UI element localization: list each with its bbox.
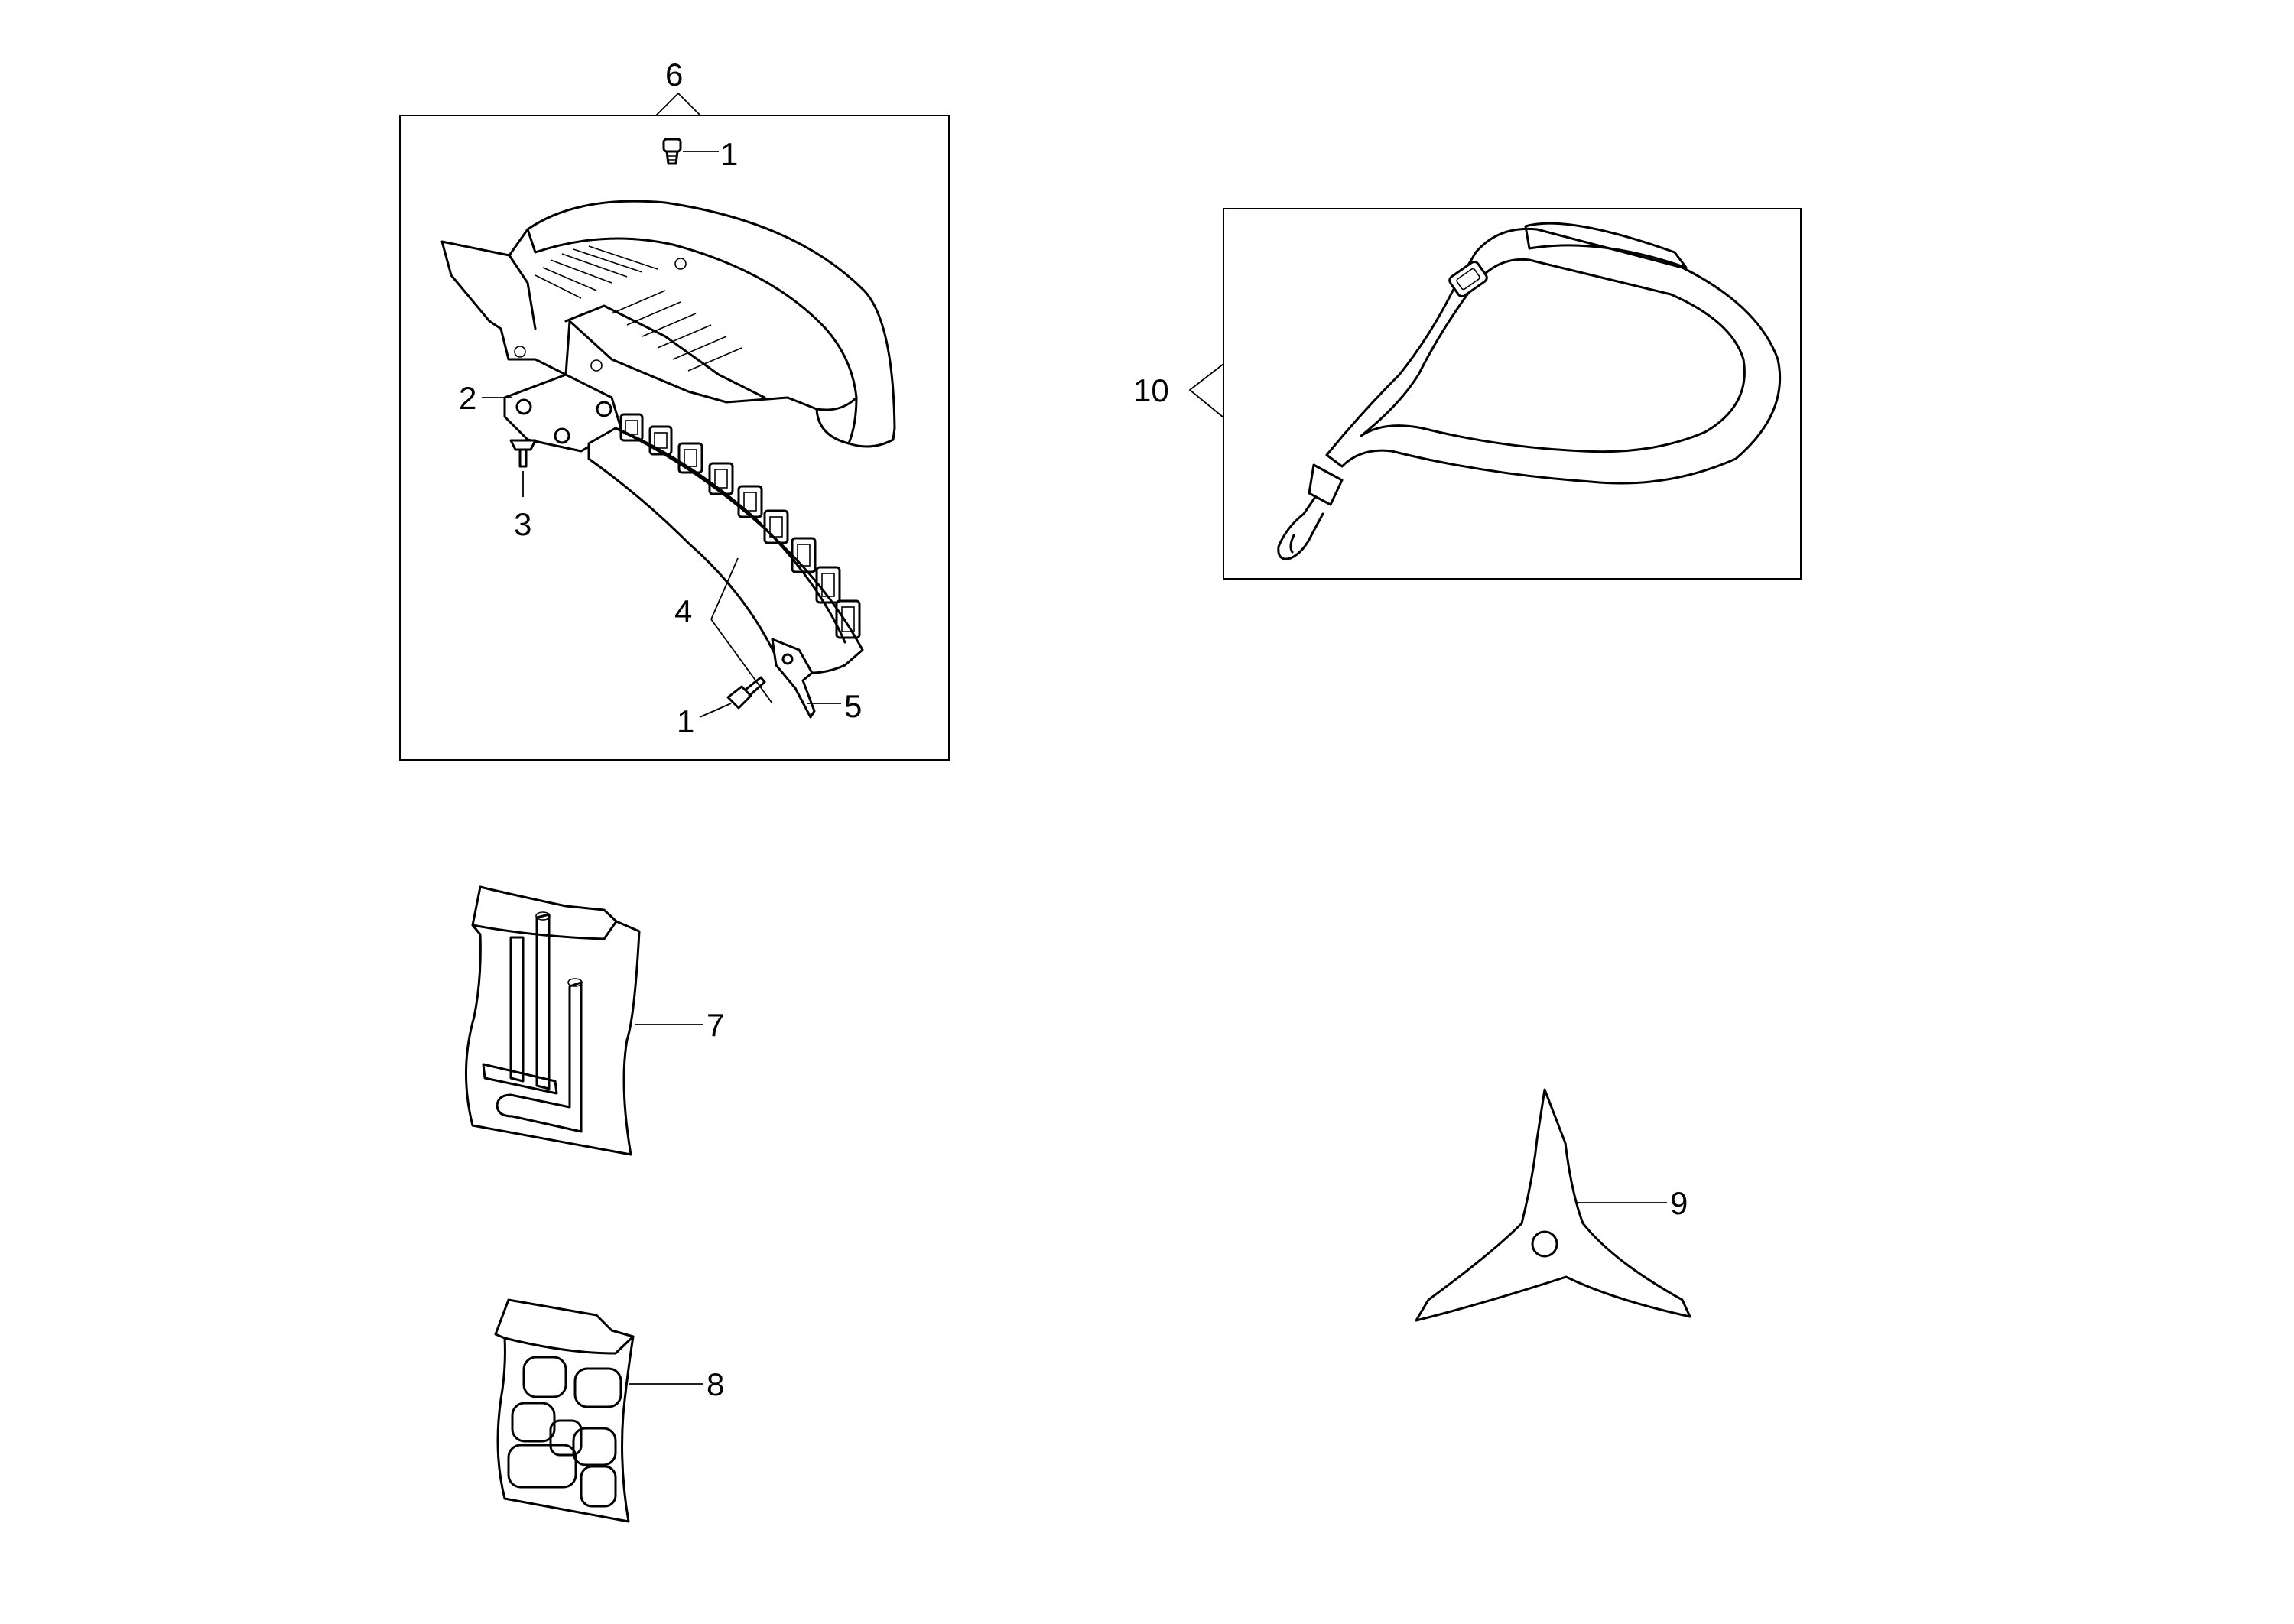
callout-2: 2 [459, 380, 476, 416]
screw-top-icon [662, 138, 682, 165]
blade-guard-hood [440, 200, 896, 448]
callout-9: 9 [1670, 1185, 1688, 1221]
shoulder-harness-group: 10 [1133, 208, 1802, 580]
line-cutter-blade [771, 638, 816, 719]
blade-guard-assembly-group: 6 1 2 [399, 57, 950, 761]
ear-plugs-pack [494, 1298, 635, 1523]
three-tooth-blade-group: 9 [1415, 1088, 1691, 1322]
harness-10-bracket [1188, 363, 1224, 418]
callout-8: 8 [707, 1366, 724, 1402]
callout-5: 5 [844, 688, 862, 724]
three-tooth-blade [1415, 1088, 1691, 1322]
mounting-plate [503, 373, 622, 453]
tool-kit-wrenches [464, 885, 641, 1156]
ear-plugs-group: 8 [494, 1298, 724, 1523]
leader-1-bottom [699, 703, 732, 718]
shoulder-harness [1277, 222, 1782, 560]
assembly-6-bracket [655, 92, 701, 116]
leader-4 [710, 557, 773, 704]
callout-1-top: 1 [720, 136, 738, 172]
tool-kit-group: 7 [464, 885, 724, 1156]
callout-4: 4 [674, 593, 692, 629]
callout-10: 10 [1133, 372, 1169, 408]
screw-bottom-icon [726, 676, 766, 710]
callout-1-bottom: 1 [677, 703, 694, 739]
harness-slider-buckle [1448, 260, 1488, 298]
harness-10-frame [1223, 208, 1802, 580]
callout-3: 3 [514, 506, 531, 542]
callout-7: 7 [707, 1007, 724, 1043]
harness-snap-hook [1308, 463, 1344, 506]
callout-6: 6 [665, 57, 683, 93]
bolt-icon [509, 439, 537, 468]
assembly-6-frame [399, 115, 950, 761]
blade-guard-skirt [587, 413, 864, 674]
blade-center-hole [1531, 1230, 1558, 1258]
